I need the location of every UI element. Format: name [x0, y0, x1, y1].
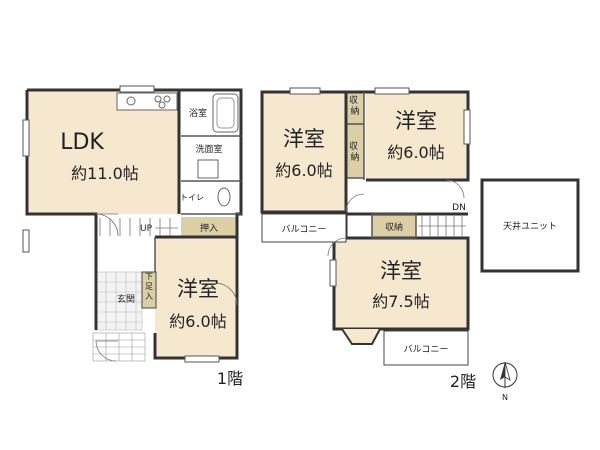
toilet-label: トイレ	[180, 193, 204, 202]
storage1-char1: 収	[349, 94, 358, 106]
bay-window-c	[341, 328, 381, 345]
storage2-char1: 収	[349, 140, 358, 152]
room-b-area: 約6.0帖	[387, 143, 444, 162]
washroom-label: 洗面室	[195, 143, 222, 155]
balcony-1	[261, 213, 347, 243]
storage2-label: 収 納	[349, 140, 361, 163]
stairs-floor2	[418, 216, 466, 236]
storage3-label: 収納	[385, 221, 403, 233]
bathtub-inner	[216, 97, 235, 129]
ldk-area: 約11.0帖	[71, 164, 139, 183]
windows-floor2	[289, 87, 471, 287]
closet-area	[181, 217, 237, 237]
compass-north-label: N	[502, 393, 508, 402]
room-1f-name: 洋室	[177, 277, 219, 301]
bath-label: 浴室	[189, 107, 207, 119]
ldk-label: LDK	[60, 130, 104, 155]
room-a-name: 洋室	[283, 127, 325, 151]
balcony2-label: バルコニー	[404, 344, 449, 355]
storage-column	[347, 92, 364, 178]
ldk-room	[27, 90, 179, 214]
storage1-label: 収 納	[349, 94, 361, 117]
washbasin	[197, 159, 219, 179]
ceiling-unit-label: 天井ユニット	[503, 220, 557, 232]
western-room-1f	[155, 237, 237, 358]
balcony1-label: バルコニー	[282, 224, 327, 235]
compass-icon	[492, 361, 518, 388]
balcony-2	[383, 330, 469, 366]
shoe-storage	[141, 271, 157, 309]
room-c-area: 約7.5帖	[372, 292, 429, 311]
storage2-char2: 納	[350, 151, 359, 163]
windows-floor1	[22, 85, 220, 363]
western-room-a	[262, 92, 346, 212]
room-1f-area: 約6.0帖	[169, 312, 226, 331]
room-b-name: 洋室	[395, 109, 437, 133]
doors-floor1	[95, 213, 238, 362]
western-room-c	[334, 238, 468, 329]
room-a-area: 約6.0帖	[275, 161, 332, 180]
shoe-storage-char: 下	[145, 272, 153, 281]
kitchen-counter	[116, 92, 178, 111]
inner-walls-floor2	[347, 92, 417, 239]
floor2-label: 2階	[450, 372, 476, 391]
doors-floor2	[327, 179, 465, 257]
entrance-label: 玄関	[117, 293, 135, 305]
up-label: UP	[140, 224, 153, 234]
stairs-floor1	[99, 218, 178, 236]
shoe-storage-char: 入	[145, 292, 153, 301]
western-room-b	[366, 92, 468, 180]
storage1-char2: 納	[350, 105, 359, 117]
down-label: DN	[452, 203, 466, 213]
storage-3	[372, 214, 416, 238]
ceiling-unit-box	[480, 178, 580, 273]
floor1-label: 1階	[217, 369, 243, 388]
bathtub	[212, 93, 239, 133]
shoe-storage-char: 足	[145, 282, 153, 291]
inner-walls-floor1	[154, 135, 241, 272]
room-c-name: 洋室	[380, 259, 422, 283]
porch	[92, 332, 146, 362]
toilet-fixture	[217, 187, 231, 207]
shoe-storage-label: 下足入	[145, 272, 153, 301]
closet-label: 押入	[200, 222, 218, 234]
